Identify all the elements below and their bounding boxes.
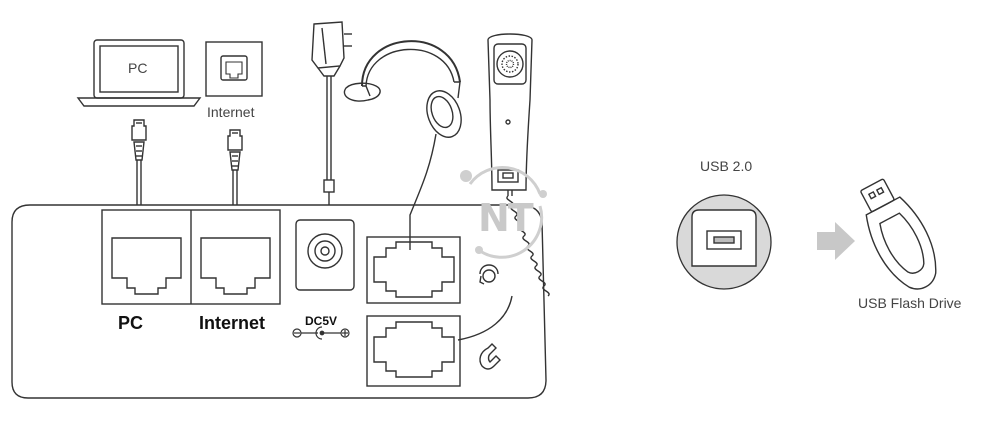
internet-port-label: Internet: [199, 313, 266, 333]
handset-symbol-icon: [479, 343, 501, 370]
usb-version-label: USB 2.0: [700, 158, 753, 174]
internet-socket-label: Internet: [207, 104, 255, 120]
headset-symbol-icon: [479, 264, 499, 285]
power-adapter-icon: [311, 21, 352, 205]
phone-base-outline: [11, 204, 547, 399]
wall-socket-icon: [205, 41, 263, 97]
dc-power-jack-icon: [295, 219, 355, 291]
watermark-logo: [460, 166, 547, 259]
arrow-icon: [817, 222, 855, 260]
headset-icon: [343, 40, 462, 250]
usb-flash-drive-icon: [860, 178, 937, 290]
laptop-icon: [76, 39, 202, 107]
pc-port-label: PC: [118, 313, 144, 333]
laptop-screen-label: PC: [128, 60, 148, 76]
usb-flash-drive-label: USB Flash Drive: [858, 295, 962, 311]
pc-port-icon: [111, 237, 182, 295]
watermark-text: NT: [478, 196, 534, 240]
headset-port: [366, 236, 461, 304]
internet-ethernet-cable-icon: [227, 129, 243, 205]
network-ports-group: [101, 209, 281, 305]
handset-port: [366, 315, 461, 387]
internet-port-icon: [200, 237, 271, 295]
usb-port-icon: [676, 194, 772, 290]
pc-ethernet-cable-icon: [131, 119, 147, 205]
dc-power-label: DC5V: [305, 314, 338, 328]
dc-polarity-symbol-icon: [292, 326, 350, 340]
